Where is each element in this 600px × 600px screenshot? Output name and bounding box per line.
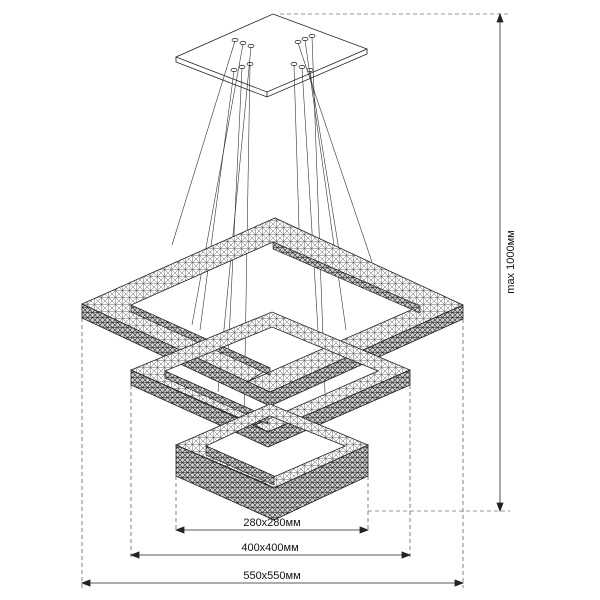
ceiling-canopy bbox=[174, 13, 369, 98]
dimension-medium-label: 400x400мм bbox=[241, 542, 298, 554]
dimension-large-label: 550x550мм bbox=[243, 570, 300, 582]
dimension-small-label: 280x280мм bbox=[243, 517, 300, 529]
dimension-height-label: max 1000мм bbox=[505, 230, 517, 293]
dimension-lines bbox=[80, 12, 504, 587]
large-frame bbox=[81, 217, 464, 407]
extension-lines bbox=[81, 13, 510, 588]
medium-frame bbox=[129, 311, 412, 448]
